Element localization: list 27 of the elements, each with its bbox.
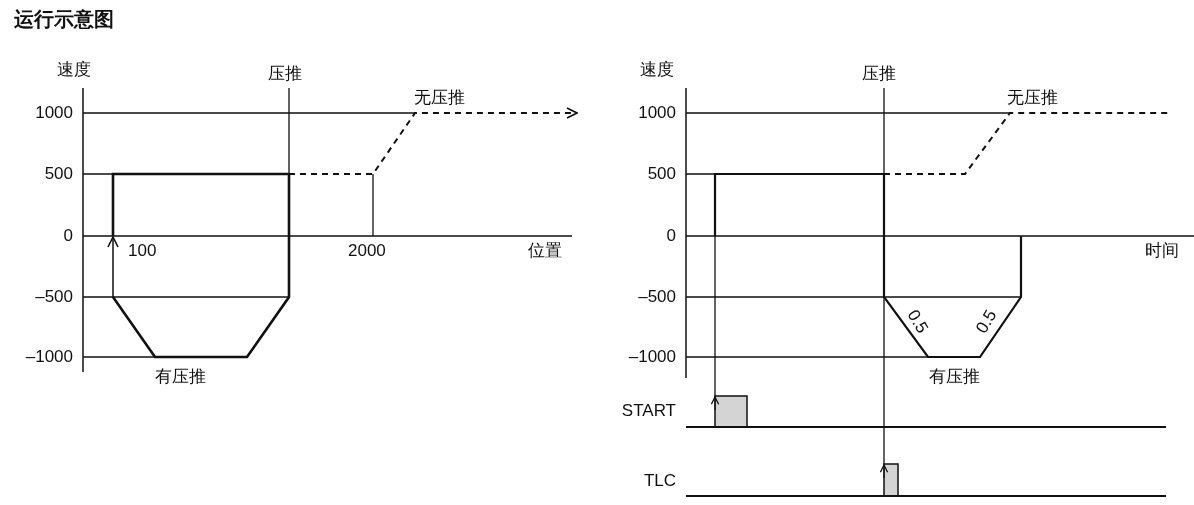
- tick-label: –1000: [25, 347, 73, 367]
- marker-label: 压推: [268, 64, 302, 84]
- signal-label: START: [621, 401, 676, 421]
- tick-label: 0: [63, 226, 73, 246]
- tick-label: 1000: [638, 103, 676, 123]
- curve-label: 无压推: [1007, 88, 1058, 108]
- curve-label: 有压推: [929, 367, 980, 387]
- tick-label: 100: [128, 241, 157, 261]
- tick-label: 500: [647, 164, 676, 184]
- axis-label: 速度: [57, 60, 91, 80]
- tick-label: 2000: [348, 241, 386, 261]
- diagram-title: 运行示意图: [14, 8, 114, 30]
- tick-label: 1000: [35, 103, 73, 123]
- slope-time-label: 0.5: [903, 307, 931, 337]
- tick-label: 500: [44, 164, 73, 184]
- signal-label: TLC: [643, 471, 676, 491]
- axis-label: 时间: [1145, 241, 1179, 261]
- axis-label: 位置: [528, 241, 562, 261]
- tick-label: –500: [638, 287, 676, 307]
- tick-label: –500: [35, 287, 73, 307]
- curve-label: 有压推: [155, 367, 206, 387]
- axis-label: 速度: [640, 60, 674, 80]
- curve-label: 无压推: [414, 88, 465, 108]
- marker-label: 压推: [862, 64, 896, 84]
- tick-label: –1000: [628, 347, 676, 367]
- tick-label: 0: [666, 226, 676, 246]
- slope-time-label: 0.5: [973, 307, 1001, 337]
